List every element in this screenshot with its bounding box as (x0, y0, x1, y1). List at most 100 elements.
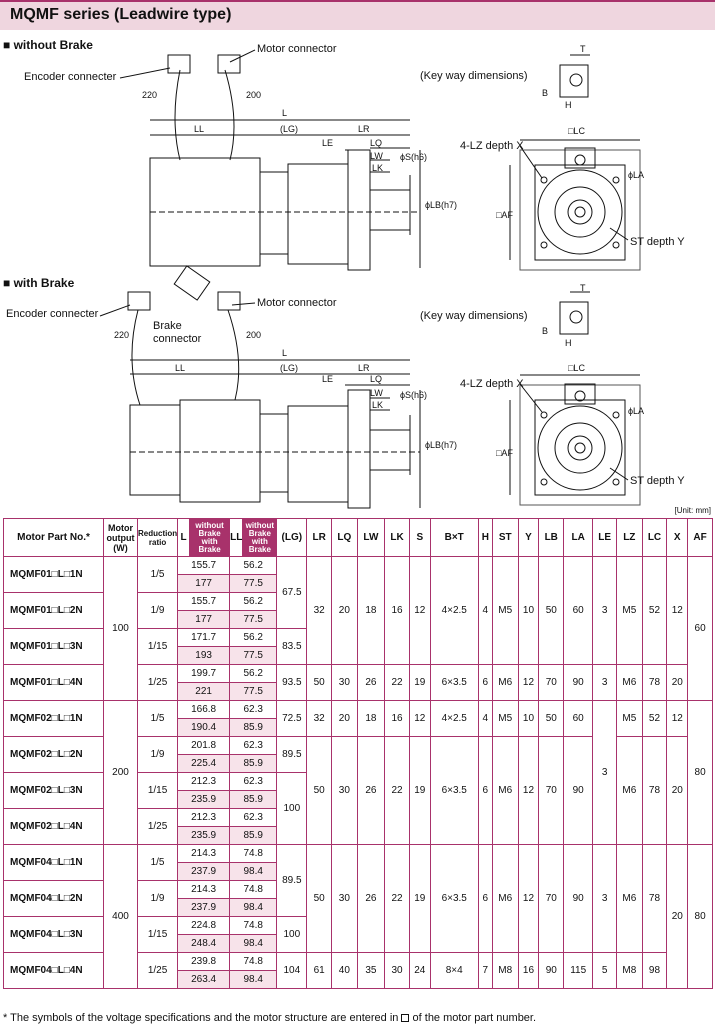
table-row: MQMF02□L□1N 200 1/5 166.8 62.3 72.5 32 2… (3, 700, 713, 845)
col-x: X (666, 518, 689, 557)
table-cell: 77.5 (229, 574, 278, 593)
table-cell: 235.9 (177, 826, 231, 845)
lead-200-label: 200 (246, 90, 262, 100)
col-lk: LK (384, 518, 410, 557)
lead-220-label: 220 (142, 90, 158, 100)
table-cell: M8 (615, 952, 643, 989)
table-cell: 70 (538, 844, 565, 953)
table-row: MQMF01□L□4N 1/25 199.7 56.2 93.5 50 30 2… (3, 664, 713, 701)
table-row: MQMF02□L□3N 1/15 212.3 62.3 100 (3, 772, 713, 845)
dim-b: B (542, 88, 549, 98)
table-row: MQMF04□L□3N 1/15 224.8 74.8 100 (3, 916, 713, 953)
table-cell: 67.5 (276, 556, 308, 629)
table-cell: 199.7 (177, 664, 231, 683)
table-cell: 78 (641, 736, 668, 845)
table-cell: 32 (306, 556, 333, 665)
brake-connector-label: Brake connector (153, 320, 202, 345)
table-cell: 80 (687, 844, 713, 989)
table-cell: 60 (563, 556, 594, 665)
table-cell: M5 (615, 700, 643, 737)
table-cell: 12 (517, 664, 540, 701)
table-cell: 89.5 (276, 844, 308, 917)
table-cell: 98.4 (229, 862, 278, 881)
table-cell: 1/25 (136, 664, 179, 701)
table-cell: 74.8 (229, 880, 278, 899)
table-cell: 212.3 (177, 808, 231, 827)
table-cell: 6 (477, 844, 493, 953)
lz-label: 4-LZ depth X (460, 140, 524, 152)
lc-label: □LC (568, 126, 585, 136)
table-cell: 1/15 (136, 628, 179, 665)
table-cell: 62.3 (229, 808, 278, 827)
table-cell: 62.3 (229, 700, 278, 719)
table-cell: 22 (384, 844, 410, 953)
lb-label: ϕLB(h7) (425, 200, 458, 210)
table-cell: 22 (384, 736, 410, 845)
lz-label-2: 4-LZ depth X (460, 378, 524, 390)
table-cell: 12 (666, 556, 689, 665)
table-cell: MQMF01□L□1N (3, 556, 104, 593)
encoder-connector-label: Encoder connecter (24, 71, 117, 83)
st-label: ST depth Y (630, 236, 685, 248)
table-cell: 1/5 (136, 700, 179, 737)
table-cell: 89.5 (276, 736, 308, 773)
col-y: Y (517, 518, 540, 557)
table-cell: 1/15 (136, 916, 179, 953)
table-row: MQMF01□L□2N 1/9 155.7 56.2 (3, 592, 713, 629)
table-cell: 56.2 (229, 628, 278, 647)
table-cell: 3 (592, 844, 617, 953)
table-cell: M5 (491, 700, 519, 737)
la-label: ϕLA (628, 170, 645, 180)
table-cell: MQMF02□L□2N (3, 736, 104, 773)
dim-ll-2: LL (175, 363, 186, 373)
col-lb: LB (538, 518, 565, 557)
table-cell: 155.7 (177, 556, 231, 575)
table-cell: 90 (563, 736, 594, 845)
section-with-brake: ■ with Brake (3, 276, 75, 290)
table-cell: 237.9 (177, 898, 231, 917)
table-cell: 77.5 (229, 610, 278, 629)
dim-lk: LK (372, 163, 384, 173)
table-cell: 20 (331, 556, 358, 665)
table-cell: 19 (408, 736, 431, 845)
table-cell: 35 (356, 952, 386, 989)
dim-lk-2: LK (372, 400, 384, 410)
table-cell: 12 (666, 700, 689, 737)
table-cell: 10 (517, 700, 540, 737)
table-cell: 4×2.5 (429, 556, 479, 665)
col-le: LE (592, 518, 617, 557)
table-cell: 1/9 (136, 736, 179, 773)
table-row: MQMF01□L□1N 100 1/5 155.7 56.2 67.5 32 2… (3, 556, 713, 701)
table-cell: 60 (687, 556, 713, 701)
table-cell: 4 (477, 556, 493, 665)
table-cell: 16 (517, 952, 540, 989)
table-cell: 85.9 (229, 754, 278, 773)
table-cell: 201.8 (177, 736, 231, 755)
table-cell: 177 (177, 610, 231, 629)
table-cell: 6 (477, 736, 493, 845)
table-cell: 77.5 (229, 646, 278, 665)
table-cell: M6 (491, 736, 519, 845)
table-cell: 18 (356, 556, 386, 665)
table-cell: 400 (103, 844, 138, 989)
motor-connector-label-2: Motor connector (257, 297, 337, 309)
table-cell: M6 (615, 664, 643, 701)
dim-l-2: L (282, 348, 288, 358)
table-cell: 237.9 (177, 862, 231, 881)
table-cell: 20 (666, 844, 689, 989)
table-cell: 20 (331, 700, 358, 737)
table-cell: 6 (477, 664, 493, 701)
table-cell: 56.2 (229, 664, 278, 683)
table-cell: 60 (563, 700, 594, 737)
table-cell: MQMF04□L□3N (3, 916, 104, 953)
table-cell: 24 (408, 952, 431, 989)
table-cell: 26 (356, 736, 386, 845)
s-label-2: ϕS(h6) (400, 390, 428, 400)
table-cell: 239.8 (177, 952, 231, 971)
table-cell: MQMF02□L□3N (3, 772, 104, 809)
table-cell: 1/5 (136, 556, 179, 593)
